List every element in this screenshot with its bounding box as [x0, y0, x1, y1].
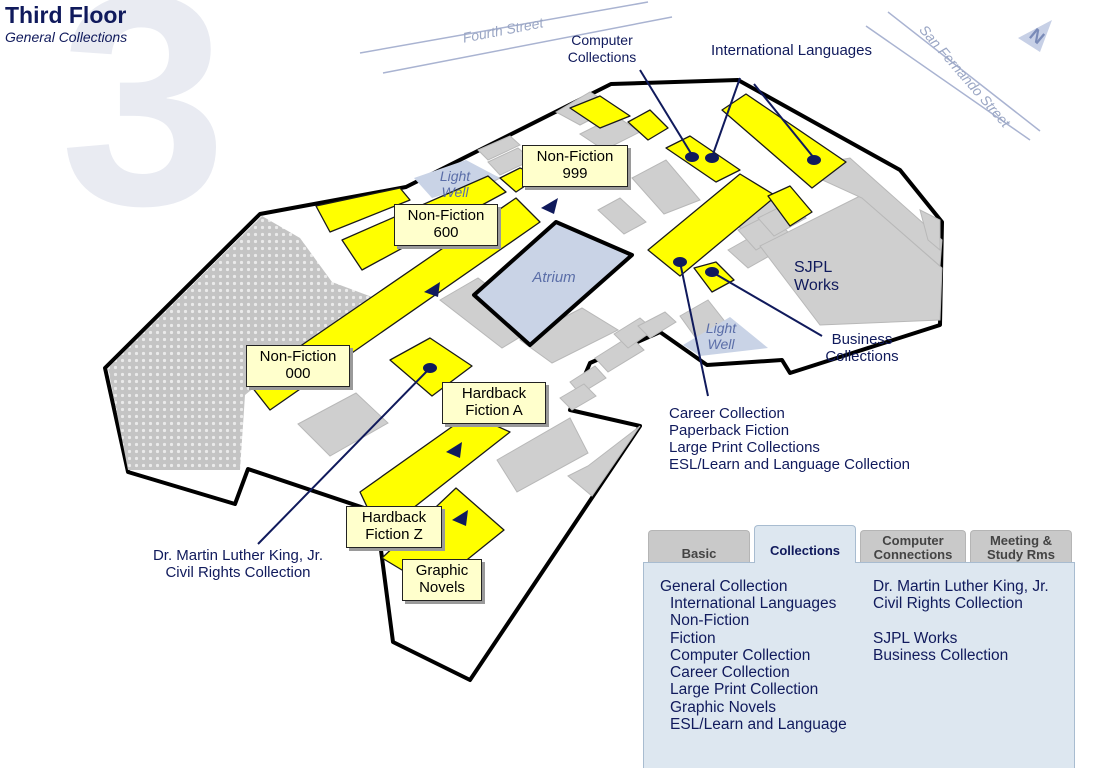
street-lines [359, 1, 1041, 141]
label-international-languages: International Languages [711, 42, 872, 59]
tab-computer-connections[interactable]: Computer Connections [860, 530, 966, 562]
panel-list-item[interactable]: Graphic Novels [670, 698, 776, 716]
pointer-lines [257, 69, 823, 545]
panel-right-list: Dr. Martin Luther King, Jr.Civil Rights … [873, 578, 1049, 664]
panel-list-item[interactable]: International Languages [670, 595, 837, 612]
atrium-label: Atrium [532, 269, 576, 286]
tab-meeting-study-rooms[interactable]: Meeting & Study Rms [970, 530, 1072, 562]
label-business-collections: Business Collections [825, 331, 899, 365]
north-arrow-icon: N [1018, 20, 1052, 52]
panel-list-item[interactable]: Business Collection [873, 647, 1009, 665]
callout-nonfiction-600[interactable]: Non-Fiction 600 [394, 204, 498, 246]
atrium-shape [472, 220, 634, 347]
panel-left-heading: General Collection [660, 578, 788, 595]
callout-hardback-z[interactable]: Hardback Fiction Z [346, 506, 442, 548]
floor-number-watermark: 3 [60, 0, 227, 268]
panel-list-item[interactable] [873, 613, 1049, 630]
callout-graphic-novels[interactable]: Graphic Novels [402, 559, 482, 601]
callout-nonfiction-999[interactable]: Non-Fiction 999 [522, 145, 628, 187]
light-well-1-label: Light Well [439, 168, 471, 200]
pointer-dots [423, 152, 821, 373]
panel-list-item[interactable]: SJPL Works [873, 629, 958, 647]
panel-list-item[interactable]: Large Print Collection [670, 681, 819, 699]
stack-area [108, 216, 380, 470]
light-well-2 [683, 317, 768, 356]
page-title: Third Floor [5, 2, 127, 28]
page-subtitle: General Collections [5, 29, 128, 45]
light-well-1 [414, 160, 500, 198]
panel-list-item[interactable]: Non-Fiction [670, 612, 750, 630]
label-computer-collections: Computer Collections [567, 32, 637, 65]
label-career-group: Career Collection Paperback Fiction Larg… [669, 405, 911, 473]
tab-collections[interactable]: Collections [754, 525, 856, 563]
panel-list-item[interactable]: Fiction [670, 629, 716, 647]
panel-list-item[interactable]: Dr. Martin Luther King, Jr. [873, 578, 1049, 595]
panel-list-item[interactable]: ESL/Learn and Language [670, 716, 847, 734]
panel-list-item[interactable]: Civil Rights Collection [873, 595, 1023, 613]
panel-list-item[interactable]: Computer Collection [670, 646, 811, 664]
callout-nonfiction-000[interactable]: Non-Fiction 000 [246, 345, 350, 387]
sjpl-works-label: SJPL Works [794, 259, 840, 294]
label-mlk-collection: Dr. Martin Luther King, Jr. Civil Rights… [152, 547, 324, 581]
collections-panel: General Collection International Languag… [643, 562, 1075, 768]
callout-hardback-a[interactable]: Hardback Fiction A [442, 382, 546, 424]
tab-basic[interactable]: Basic [648, 530, 750, 562]
light-well-2-label: Light Well [705, 320, 737, 352]
panel-list-item[interactable]: Career Collection [670, 664, 790, 682]
direction-triangles [424, 198, 558, 526]
